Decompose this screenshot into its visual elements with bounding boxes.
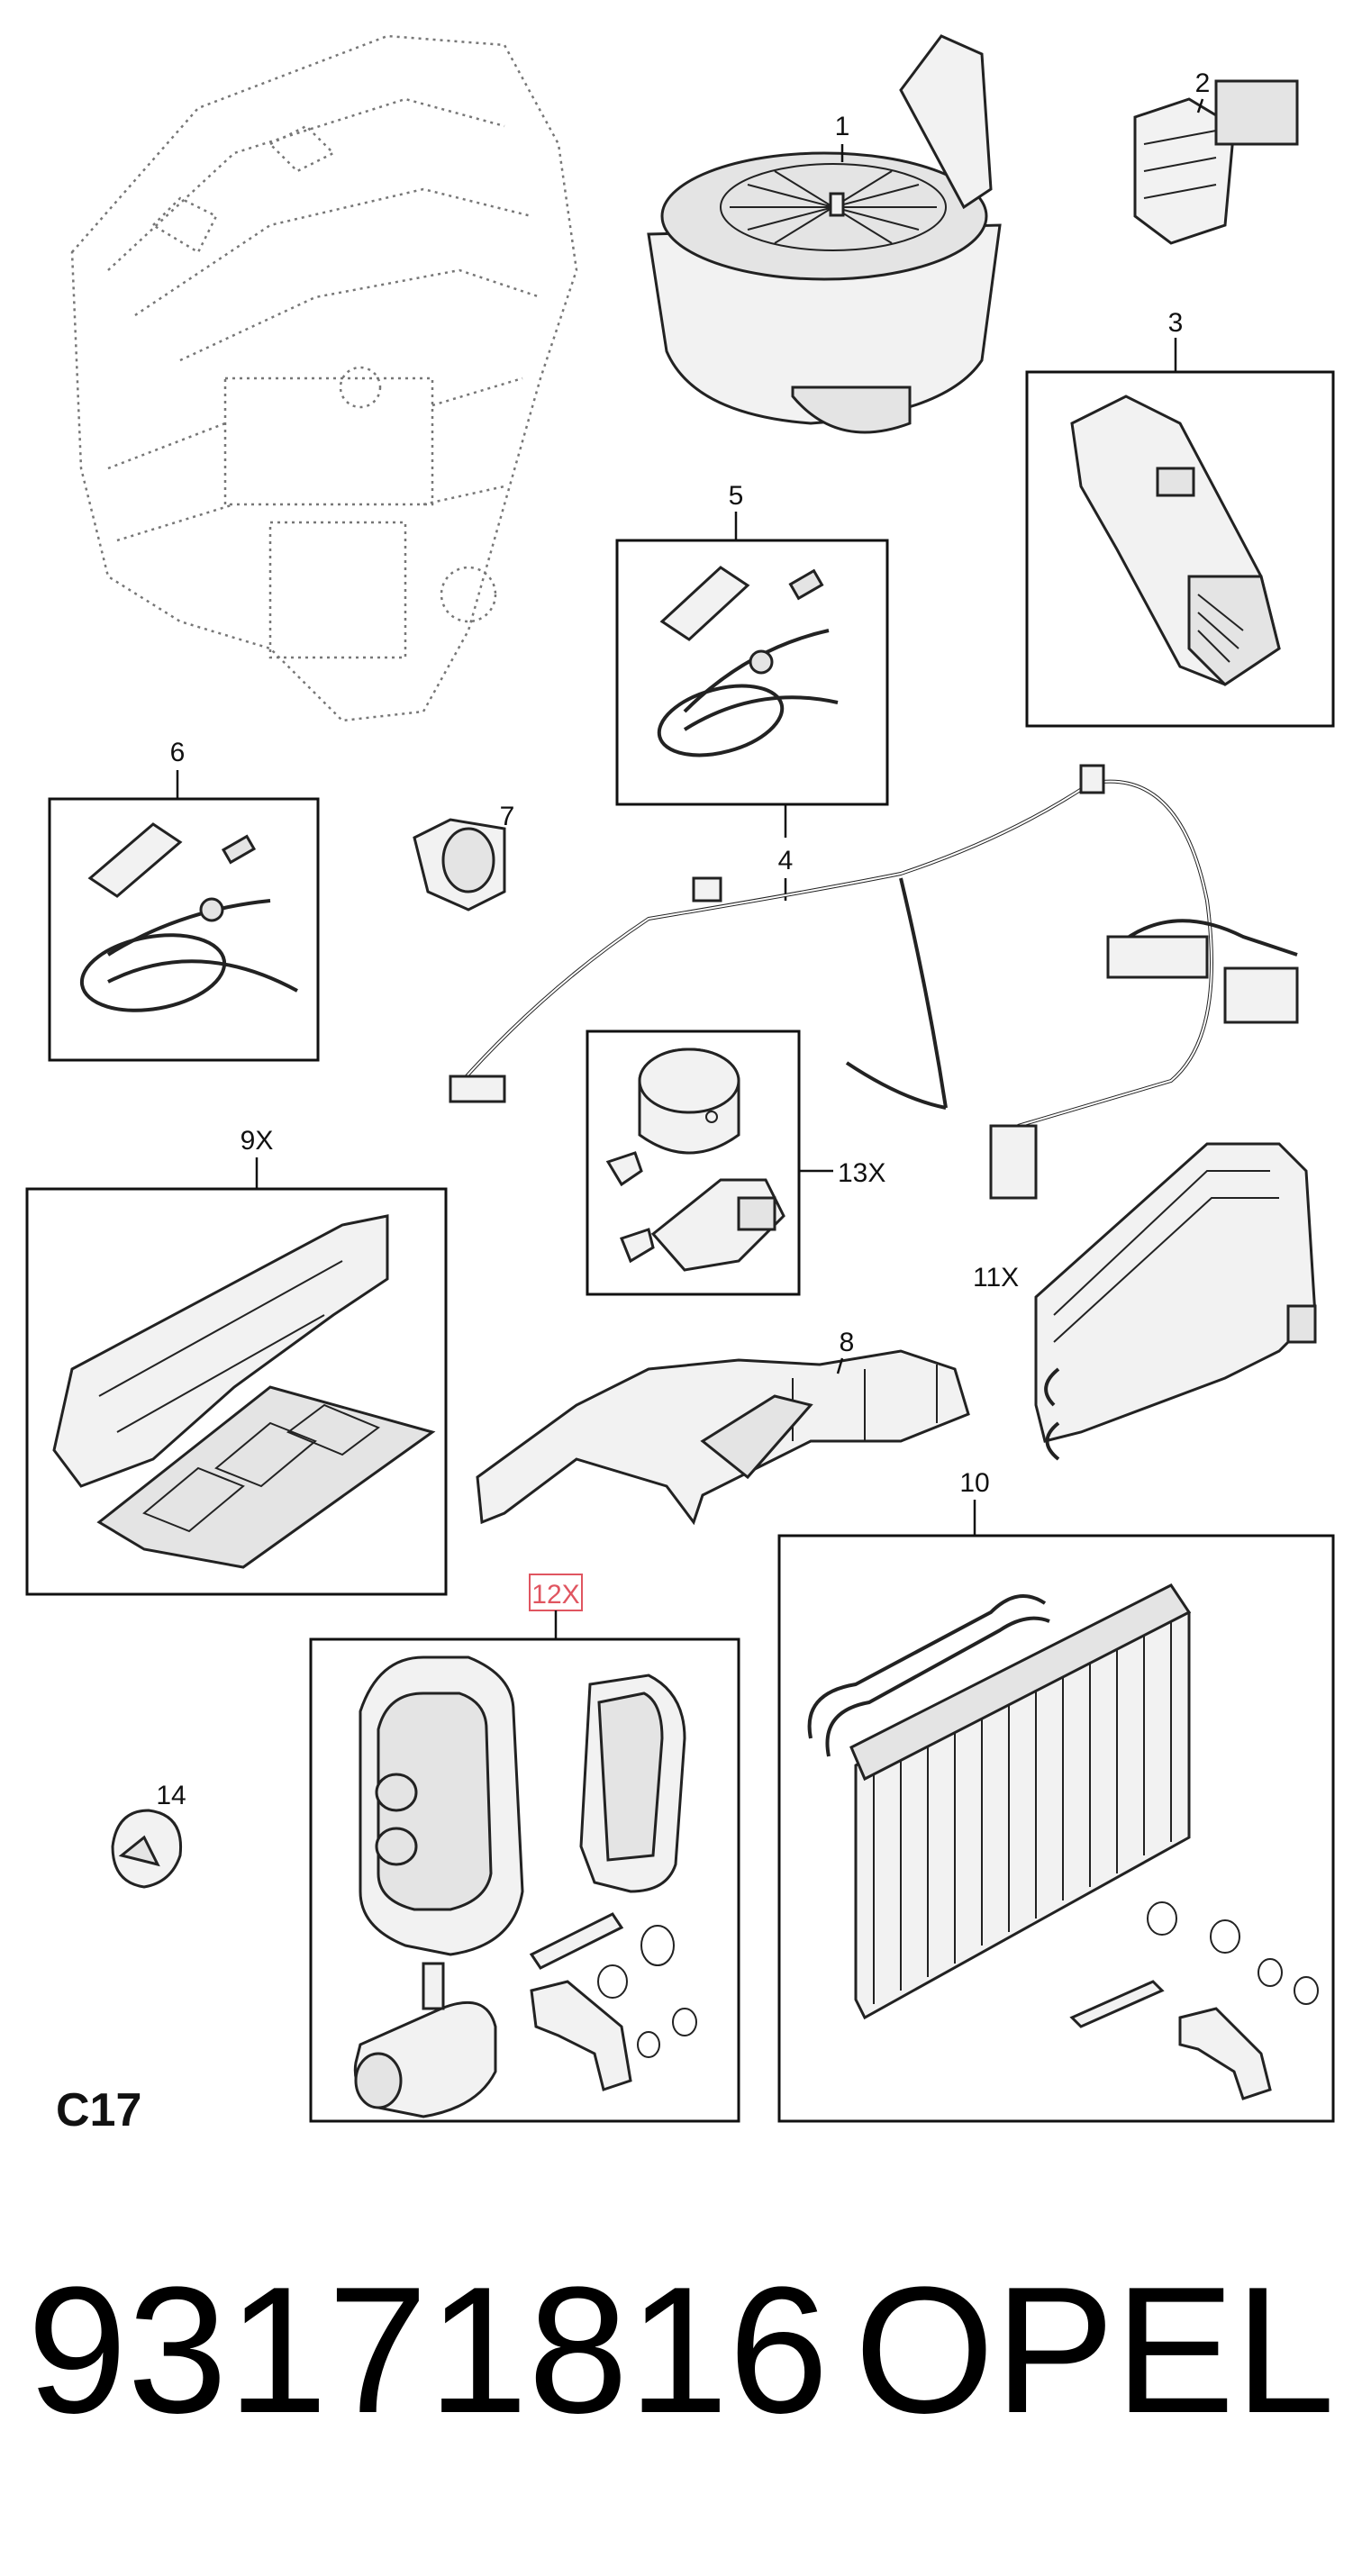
mounting-kit-13x bbox=[605, 1048, 785, 1272]
label-part-4: 4 bbox=[778, 846, 794, 875]
part-13x-box bbox=[586, 1029, 801, 1296]
part-10-box bbox=[777, 1534, 1335, 2123]
wiring-harness bbox=[449, 764, 1299, 1200]
evaporator-10 bbox=[807, 1583, 1319, 2100]
label-part-5: 5 bbox=[729, 481, 744, 511]
label-part-3: 3 bbox=[1168, 308, 1184, 338]
part-number: 93171816 bbox=[27, 2250, 829, 2451]
expansion-valve-kit-12x bbox=[353, 1655, 697, 2118]
air-duct-actuator bbox=[1070, 395, 1281, 686]
label-part-8: 8 bbox=[840, 1328, 855, 1357]
part-9x-box bbox=[25, 1187, 448, 1596]
label-part-10: 10 bbox=[959, 1468, 989, 1498]
label-part-6: 6 bbox=[170, 738, 186, 767]
part-12x-box bbox=[309, 1637, 740, 2123]
clip-7 bbox=[413, 818, 506, 912]
seal-11x bbox=[1034, 1142, 1317, 1461]
label-part-9x: 9X bbox=[241, 1126, 274, 1156]
label-part-13x: 13X bbox=[838, 1158, 885, 1188]
part-3-box bbox=[1025, 370, 1335, 728]
group-code: C17 bbox=[56, 2084, 141, 2136]
label-part-14: 14 bbox=[156, 1781, 186, 1810]
air-duct-8 bbox=[476, 1349, 970, 1526]
blower-resistor bbox=[1133, 79, 1299, 245]
label-part-7: 7 bbox=[500, 802, 515, 831]
label-part-2: 2 bbox=[1195, 68, 1211, 98]
seal-kit-9x bbox=[52, 1214, 436, 1569]
part-5-box bbox=[615, 539, 889, 806]
label-part-11x: 11X bbox=[973, 1263, 1019, 1293]
blower-motor bbox=[647, 34, 1002, 434]
temperature-sensor-6 bbox=[79, 822, 298, 1012]
hvac-housing-ghost bbox=[70, 34, 578, 722]
brand-name: OPEL bbox=[854, 2250, 1335, 2451]
label-part-1: 1 bbox=[835, 112, 850, 141]
label-part-12x: 12X bbox=[531, 1580, 579, 1610]
temperature-sensor-5 bbox=[657, 566, 839, 757]
push-clip-14 bbox=[111, 1809, 183, 1889]
part-6-box bbox=[48, 797, 320, 1062]
